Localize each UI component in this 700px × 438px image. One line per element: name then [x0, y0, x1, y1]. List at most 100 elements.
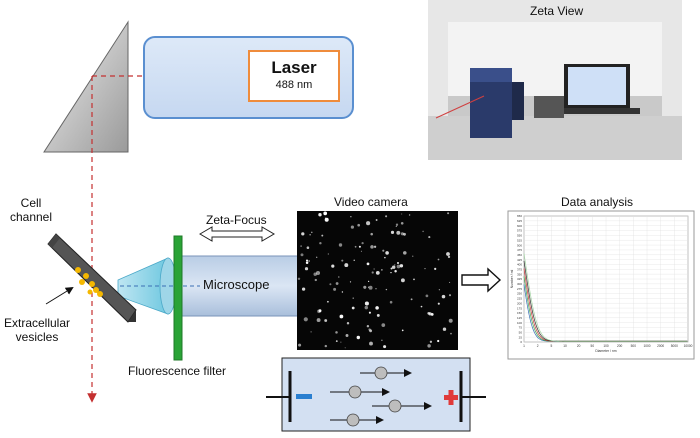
camera-particle — [376, 313, 380, 317]
camera-particle — [434, 267, 437, 271]
camera-particle — [390, 271, 392, 274]
camera-particle — [420, 305, 423, 308]
camera-particle — [324, 217, 329, 222]
camera-particle — [333, 287, 337, 291]
camera-particle — [352, 297, 354, 299]
camera-particle — [428, 236, 431, 239]
camera-particle — [397, 262, 399, 264]
camera-particle — [321, 234, 324, 237]
camera-particle — [314, 278, 317, 282]
camera-particle — [413, 278, 415, 281]
camera-particle — [301, 232, 305, 236]
camera-particle — [422, 230, 424, 233]
camera-particle — [366, 221, 371, 226]
camera-particle — [310, 331, 312, 333]
camera-particle — [447, 212, 450, 215]
camera-particle — [437, 339, 440, 343]
laser-title: Laser — [271, 58, 317, 77]
camera-particle — [363, 285, 367, 289]
camera-particle — [357, 223, 361, 227]
camera-particle — [351, 306, 355, 310]
camera-particle — [335, 331, 338, 334]
camera-particle — [354, 245, 357, 248]
camera-particle — [339, 314, 344, 319]
camera-particle — [442, 327, 447, 331]
camera-particle — [313, 272, 317, 276]
camera-particle — [356, 335, 361, 340]
camera-particle — [449, 281, 451, 283]
camera-particle — [371, 271, 374, 274]
zeta-view-photo — [428, 0, 682, 160]
extracellular-vesicles-label: Extracellular vesicles — [3, 316, 71, 344]
camera-particles — [297, 211, 453, 349]
camera-particle — [375, 219, 378, 221]
camera-particle — [400, 222, 404, 225]
camera-particle — [396, 230, 401, 235]
camera-particle — [364, 305, 369, 310]
camera-particle — [298, 343, 302, 347]
vesicles-pointer-arrow — [45, 286, 74, 305]
camera-particle — [396, 264, 401, 269]
camera-particle — [391, 265, 396, 269]
instrument-photo-illustration — [428, 0, 682, 160]
camera-particle — [368, 286, 370, 288]
zeta-view-label: Zeta View — [530, 4, 584, 18]
camera-particle — [327, 253, 329, 255]
camera-particle — [338, 243, 343, 247]
camera-particle — [331, 264, 335, 268]
camera-particle — [425, 294, 429, 298]
camera-particle — [345, 334, 349, 337]
zeta-focus-label: Zeta-Focus — [206, 213, 267, 227]
camera-particle — [353, 259, 355, 261]
camera-particle — [329, 283, 332, 286]
camera-particle — [366, 324, 370, 328]
camera-particle — [448, 294, 452, 297]
camera-particle — [319, 241, 322, 245]
camera-particle — [381, 323, 386, 327]
camera-particle — [349, 281, 352, 283]
camera-particle — [375, 270, 380, 275]
camera-particle — [316, 256, 318, 258]
fluorescence-filter-label: Fluorescence filter — [128, 364, 227, 378]
camera-particle — [341, 291, 344, 293]
camera-particle — [410, 298, 413, 301]
camera-particle — [381, 269, 383, 271]
camera-particle — [340, 341, 342, 343]
camera-particle — [446, 252, 450, 256]
camera-particle — [369, 341, 373, 346]
camera-particle — [427, 344, 431, 348]
fluorescence-filter — [173, 235, 183, 361]
camera-particle — [373, 268, 375, 270]
camera-particle — [309, 234, 311, 236]
camera-particle — [341, 259, 344, 262]
camera-particle — [383, 345, 387, 349]
camera-particle — [394, 264, 396, 266]
camera-particle — [447, 255, 451, 259]
camera-particle — [303, 317, 308, 322]
camera-particle — [318, 309, 322, 313]
camera-particle — [316, 318, 321, 323]
camera-particle — [311, 231, 313, 234]
camera-particle — [401, 213, 403, 215]
camera-particle — [389, 300, 393, 304]
camera-to-analysis-arrow — [461, 267, 502, 293]
plus-sign — [444, 390, 458, 405]
camera-particle — [346, 322, 350, 325]
camera-particle — [368, 311, 371, 314]
camera-particle — [438, 289, 441, 291]
vesicle-particles — [75, 267, 103, 297]
camera-particle — [300, 245, 302, 247]
camera-particle — [335, 282, 339, 285]
camera-particle — [403, 251, 407, 255]
camera-particle — [395, 223, 399, 226]
camera-particle — [324, 319, 328, 322]
camera-particle — [364, 301, 369, 306]
camera-particle — [400, 232, 404, 236]
camera-particle — [304, 267, 309, 271]
camera-particle — [344, 263, 349, 268]
camera-particle — [441, 294, 446, 299]
camera-particle — [384, 256, 386, 259]
camera-particle — [327, 300, 329, 303]
camera-particle — [305, 259, 309, 262]
camera-particle — [344, 347, 346, 349]
